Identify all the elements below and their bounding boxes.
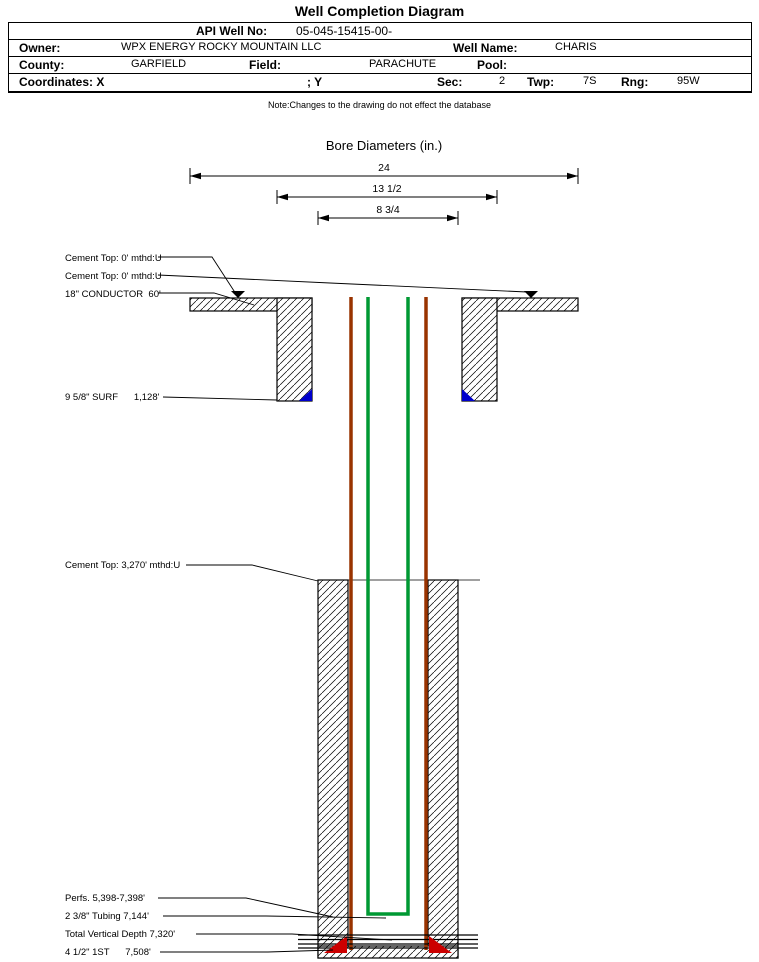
sec-label: Sec: [437,75,463,89]
cement-top-marker-left [231,291,245,298]
header-row-owner: Owner: WPX ENERGY ROCKY MOUNTAIN LLC Wel… [9,40,751,57]
label-cement-top-a: Cement Top: 0' mthd:U [65,253,162,264]
label-conductor: 18" CONDUCTOR 60' [65,289,161,300]
county-label: County: [19,58,65,72]
leader-production-casing [160,949,334,953]
leader-cement-top-a [158,256,237,295]
coordinates-label: Coordinates: X [19,75,105,89]
leader-tubing [163,915,387,919]
dimension-13-1-2: 13 1/2 [276,183,498,204]
leader-cement-top-b [157,274,528,293]
database-note: Note:Changes to the drawing do not effec… [268,100,491,110]
production-cement-left [317,579,349,959]
dim-arrow-right [486,193,497,201]
owner-label: Owner: [19,41,61,55]
owner-value: WPX ENERGY ROCKY MOUNTAIN LLC [121,41,322,53]
label-cement-top-b: Cement Top: 0' mthd:U [65,271,162,282]
api-label: API Well No: [196,24,268,38]
dim-label-24: 24 [378,162,390,174]
surface-cement-right [461,297,498,402]
rng-label: Rng: [621,75,649,89]
surface-shoe-right [462,389,475,401]
header-row-api: API Well No: 05-045-15415-00- [9,23,751,40]
header-row-coordinates: Coordinates: X ; Y Sec: 2 Twp: 7S Rng: 9… [9,74,751,91]
api-value: 05-045-15415-00- [296,24,393,38]
county-value: GARFIELD [131,58,187,70]
dim-label-8-3-4: 8 3/4 [376,204,400,216]
well-header-table: API Well No: 05-045-15415-00- Owner: WPX… [8,22,752,93]
cement-top-marker-right [524,291,538,298]
production-shoe-right [429,936,452,953]
well-name-label: Well Name: [453,41,518,55]
label-tubing: 2 3/8" Tubing 7,144' [65,911,149,922]
page-title: Well Completion Diagram [294,3,465,19]
bore-diameters-title: Bore Diameters (in.) [326,138,442,153]
pool-label: Pool: [477,58,507,72]
label-cement-top-c: Cement Top: 3,270' mthd:U [65,560,180,571]
twp-value: 7S [583,75,597,87]
leader-tvd [196,933,393,941]
well-completion-diagram: Bore Diameters (in.) 24 13 1/2 8 3/4 [65,138,579,959]
coordinates-y-label: ; Y [307,75,323,89]
production-shoe-left [324,936,347,953]
dim-arrow-left [190,172,201,180]
field-label: Field: [249,58,281,72]
production-cement-right [427,579,459,959]
leader-cement-top-c [186,564,319,582]
dim-arrow-left [318,214,329,222]
twp-label: Twp: [527,75,555,89]
field-value: PARACHUTE [369,58,437,70]
well-name-value: CHARIS [555,41,597,53]
dim-arrow-left [277,193,288,201]
rng-value: 95W [677,75,700,87]
label-production-casing: 4 1/2" 1ST 7,508' [65,947,151,958]
header-row-county: County: GARFIELD Field: PARACHUTE Pool: [9,57,751,74]
leader-conductor [158,292,255,306]
dimension-8-3-4: 8 3/4 [317,204,459,225]
dim-arrow-right [447,214,458,222]
surface-shoe-left [299,389,312,401]
bottom-cement-plug [317,945,459,959]
leader-surface-casing [162,396,278,401]
sec-value: 2 [499,75,506,87]
label-surface-casing: 9 5/8" SURF 1,128' [65,392,160,403]
leader-perfs [158,897,334,918]
surface-cement-left [276,297,313,402]
tubing-string [366,297,410,916]
label-tvd: Total Vertical Depth 7,320' [65,929,175,940]
dimension-24: 24 [189,162,579,184]
dim-arrow-right [567,172,578,180]
dim-label-13-1-2: 13 1/2 [372,183,401,195]
label-perfs: Perfs. 5,398-7,398' [65,893,145,904]
